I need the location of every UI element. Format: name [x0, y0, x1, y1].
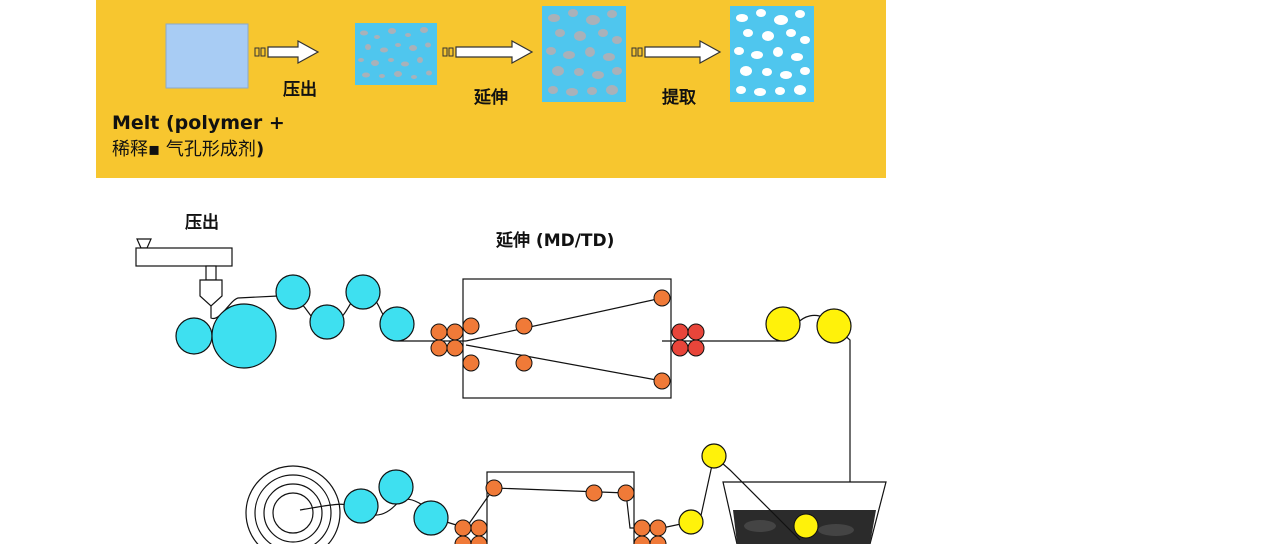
arrow-extract	[631, 39, 722, 65]
extruder	[135, 238, 233, 307]
melt-label-bullet: ▪	[148, 139, 161, 160]
extraction-bath	[722, 481, 887, 544]
rolls-red-exit	[671, 323, 705, 357]
extrusion-section-label: 压出	[185, 213, 219, 233]
cast-roll-2	[309, 304, 345, 340]
bath-roll	[793, 513, 819, 539]
roll-group-cyan-2	[343, 469, 449, 536]
roll-group-cyan-1	[175, 274, 415, 369]
cast-roll-1	[275, 274, 311, 310]
melt-label-close-paren: )	[255, 139, 265, 160]
arrow-extrude	[254, 39, 320, 65]
rolls-orange-oven	[462, 289, 671, 390]
annealing-oven	[486, 471, 635, 544]
chill-roll-large	[211, 303, 277, 369]
step-label-extrude: 压出	[283, 80, 317, 100]
cast-roll-4	[379, 306, 415, 342]
step-label-extract: 提取	[662, 88, 696, 108]
stretched-droplets	[546, 9, 622, 96]
dispersed-droplets	[358, 27, 432, 79]
melt-label-pore-former: 气孔形成剂	[160, 139, 256, 160]
arrow-stretch	[442, 39, 534, 65]
rolls-yellow-lower	[678, 443, 727, 535]
rolls-yellow-top	[765, 306, 852, 344]
stretching-section-label: 延伸 (MD/TD)	[496, 231, 615, 251]
melt-label-line2: 稀释▪ 气孔形成剂)	[112, 135, 264, 161]
pores	[734, 9, 810, 96]
chill-roll-small	[175, 317, 213, 355]
melt-block	[165, 23, 249, 89]
melt-label-diluent: 稀释	[112, 139, 148, 160]
cast-roll-3	[345, 274, 381, 310]
stretching-oven	[462, 278, 672, 399]
winder-roll	[245, 465, 341, 544]
rolls-orange-entry	[430, 323, 464, 357]
step-label-stretch: 延伸	[474, 88, 508, 108]
film-path-5	[299, 498, 441, 521]
melt-label-line1: Melt (polymer +	[112, 112, 285, 134]
rolls-orange-lower	[454, 479, 667, 544]
